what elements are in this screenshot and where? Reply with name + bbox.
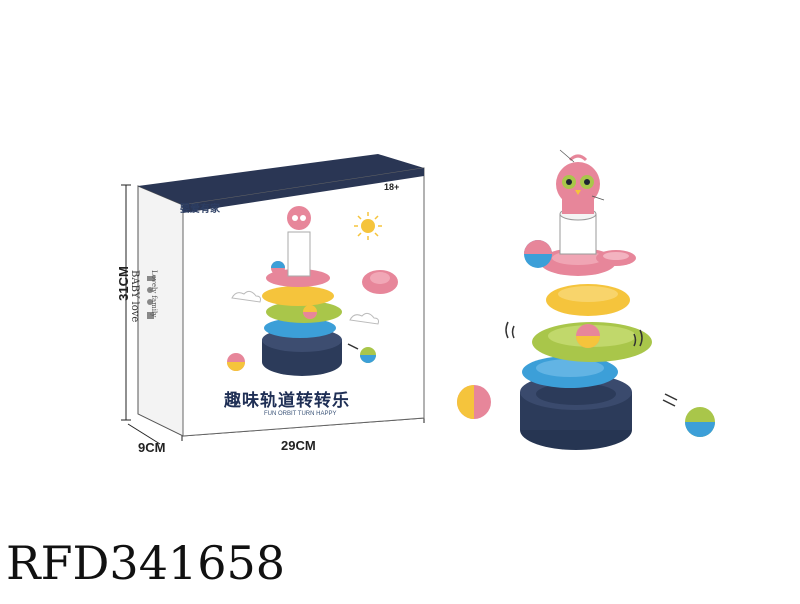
box-side-text: BABY love [129, 270, 140, 323]
depth-dimension: 9CM [138, 440, 166, 455]
box-subtitle: FUN ORBIT TURN HAPPY [264, 411, 337, 417]
width-dimension: 29CM [281, 438, 316, 453]
box-side-subtext: Lovely family [150, 270, 158, 318]
motion-marks [347, 321, 678, 407]
ball-icon [227, 347, 376, 371]
ball-icon [457, 240, 715, 437]
product-code: RFD341658 [6, 536, 286, 590]
box-toy-tower [262, 206, 398, 376]
sun-icon [354, 212, 382, 240]
box-title: 趣味轨道转转乐 [224, 391, 350, 411]
cloud-icon [231, 290, 379, 325]
box-brand: 婴爱有家 [180, 204, 220, 215]
box-age-label: 18+ [384, 182, 400, 192]
toy-tower [520, 149, 652, 450]
